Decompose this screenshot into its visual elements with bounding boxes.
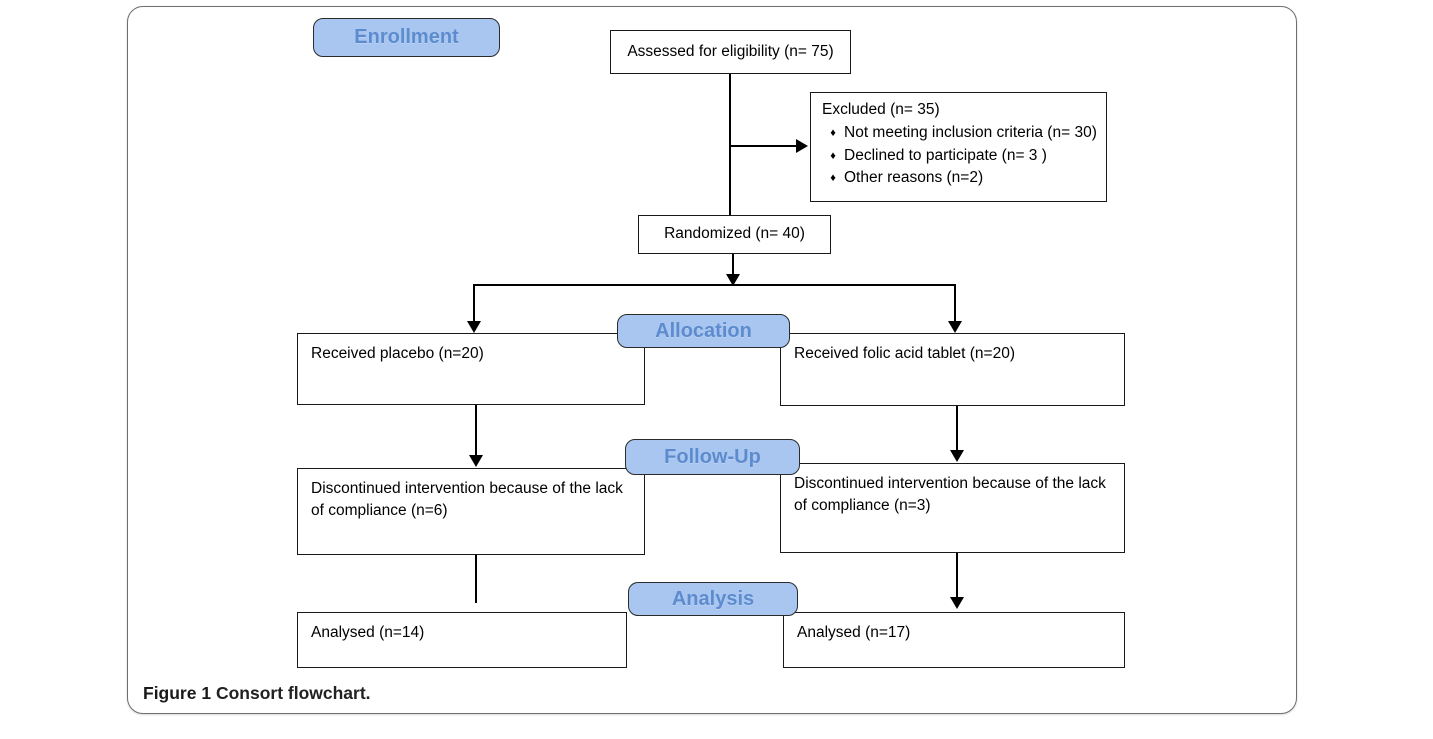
box-discontinued-left: Discontinued intervention because of the… xyxy=(297,468,645,555)
box-analysed-right: Analysed (n=17) xyxy=(783,612,1125,668)
box-received-folic-acid: Received folic acid tablet (n=20) xyxy=(780,333,1125,406)
arrowhead-into-excluded xyxy=(796,139,808,153)
connector-randomized-to-split xyxy=(732,254,734,278)
diamond-bullet-icon: ♦ xyxy=(830,172,836,185)
connector-placebo-to-discontinued xyxy=(475,405,477,456)
excluded-item-text: Other reasons (n=2) xyxy=(844,169,984,187)
excluded-item-text: Declined to participate (n= 3 ) xyxy=(844,146,1047,164)
box-received-placebo: Received placebo (n=20) xyxy=(297,333,645,405)
stage-label-enrollment: Enrollment xyxy=(313,18,500,57)
stage-label-followup: Follow-Up xyxy=(625,439,800,475)
arrowhead-into-analysed-right xyxy=(950,597,964,609)
connector-split-to-placebo xyxy=(473,284,475,322)
arrowhead-into-discontinued-right xyxy=(950,450,964,462)
diamond-bullet-icon: ♦ xyxy=(830,149,836,162)
box-assessed-eligibility: Assessed for eligibility (n= 75) xyxy=(610,30,851,74)
arrowhead-into-placebo xyxy=(467,321,481,333)
arrowhead-into-folic xyxy=(948,321,962,333)
arrowhead-at-split xyxy=(726,274,740,286)
diamond-bullet-icon: ♦ xyxy=(830,127,836,140)
stage-label-analysis: Analysis xyxy=(628,582,798,616)
connector-split-line xyxy=(473,284,956,286)
connector-assessed-to-randomized xyxy=(729,74,731,215)
connector-discontinued-to-analysed-left xyxy=(475,555,477,603)
excluded-item: ♦ Other reasons (n=2) xyxy=(822,167,1098,189)
connector-split-to-folic xyxy=(954,284,956,322)
figure-caption-text: Consort flowchart. xyxy=(215,683,371,703)
excluded-title: Excluded (n= 35) xyxy=(822,101,940,118)
box-randomized: Randomized (n= 40) xyxy=(638,215,831,254)
figure-caption-label: Figure 1 xyxy=(143,683,212,703)
stage-label-allocation: Allocation xyxy=(617,314,790,348)
connector-folic-to-discontinued xyxy=(956,404,958,451)
excluded-item: ♦ Not meeting inclusion criteria (n= 30) xyxy=(822,122,1098,144)
figure-caption: Figure 1 Consort flowchart. xyxy=(143,683,371,704)
connector-branch-to-excluded xyxy=(729,145,797,147)
box-excluded: Excluded (n= 35) ♦ Not meeting inclusion… xyxy=(810,92,1107,202)
excluded-item-text: Not meeting inclusion criteria (n= 30) xyxy=(844,124,1097,142)
arrowhead-into-discontinued-left xyxy=(469,455,483,467)
box-discontinued-right: Discontinued intervention because of the… xyxy=(780,463,1125,553)
connector-discontinued-to-analysed-right xyxy=(956,553,958,599)
excluded-item: ♦ Declined to participate (n= 3 ) xyxy=(822,145,1098,167)
box-analysed-left: Analysed (n=14) xyxy=(297,612,627,668)
